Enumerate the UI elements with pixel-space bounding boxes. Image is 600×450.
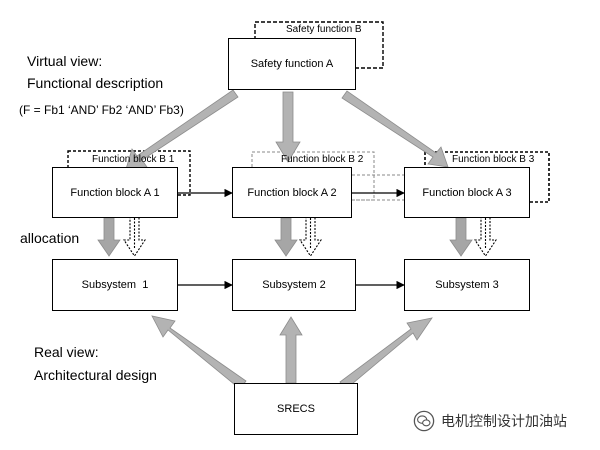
subsystem-2-box: Subsystem 2 — [232, 259, 356, 311]
functional-description-label: Functional description — [27, 75, 164, 91]
subsystem-1-label: Subsystem 1 — [81, 279, 149, 291]
function-block-a3-label: Function block A 3 — [422, 186, 512, 199]
subsystem-3-box: Subsystem 3 — [404, 259, 530, 311]
real-view-label: Real view: — [34, 344, 99, 360]
big-arrow-srecs-to-sub2 — [279, 316, 303, 384]
allocation-label: allocation — [20, 230, 80, 246]
function-block-a2-label: Function block A 2 — [247, 186, 337, 199]
big-arrow-sfa-to-fb2 — [275, 91, 301, 163]
allocation-arrow-2 — [274, 217, 298, 257]
subsystem-3-label: Subsystem 3 — [435, 279, 499, 291]
formula-label: (F = Fb1 ‘AND’ Fb2 ‘AND’ Fb3) — [19, 103, 184, 117]
wechat-icon — [413, 410, 435, 432]
allocation-dashed-arrow-1 — [122, 215, 147, 258]
subsystem-1-box: Subsystem 1 — [52, 259, 178, 311]
allocation-dashed-arrow-2 — [298, 215, 323, 258]
big-arrow-srecs-to-sub3 — [339, 317, 433, 390]
subsystem-2-label: Subsystem 2 — [262, 279, 326, 291]
safety-function-a-label: Safety function A — [250, 58, 334, 70]
safety-function-b-label: Safety function B — [286, 24, 362, 35]
big-arrow-srecs-to-sub1 — [151, 315, 247, 390]
allocation-arrow-3 — [449, 217, 473, 257]
function-block-a3-box: Function block A 3 — [404, 167, 530, 218]
safety-function-a-box: Safety function A — [228, 38, 356, 90]
function-block-a1-label: Function block A 1 — [70, 186, 160, 199]
function-block-b1-label: Function block B 1 — [92, 154, 175, 165]
big-arrow-sfa-to-fb3 — [341, 90, 449, 168]
function-block-a1-box: Function block A 1 — [52, 167, 178, 218]
watermark: 电机控制设计加油站 — [413, 410, 567, 432]
function-block-a2-box: Function block A 2 — [232, 167, 352, 218]
srecs-label: SRECS — [277, 403, 315, 415]
architectural-design-label: Architectural design — [34, 367, 157, 383]
allocation-arrow-1 — [97, 217, 121, 257]
function-block-b2-label: Function block B 2 — [281, 154, 364, 165]
srecs-box: SRECS — [234, 383, 358, 435]
function-block-b3-label: Function block B 3 — [452, 154, 535, 165]
allocation-dashed-arrow-3 — [473, 215, 498, 258]
virtual-view-label: Virtual view: — [27, 53, 103, 69]
watermark-text: 电机控制设计加油站 — [441, 413, 567, 429]
